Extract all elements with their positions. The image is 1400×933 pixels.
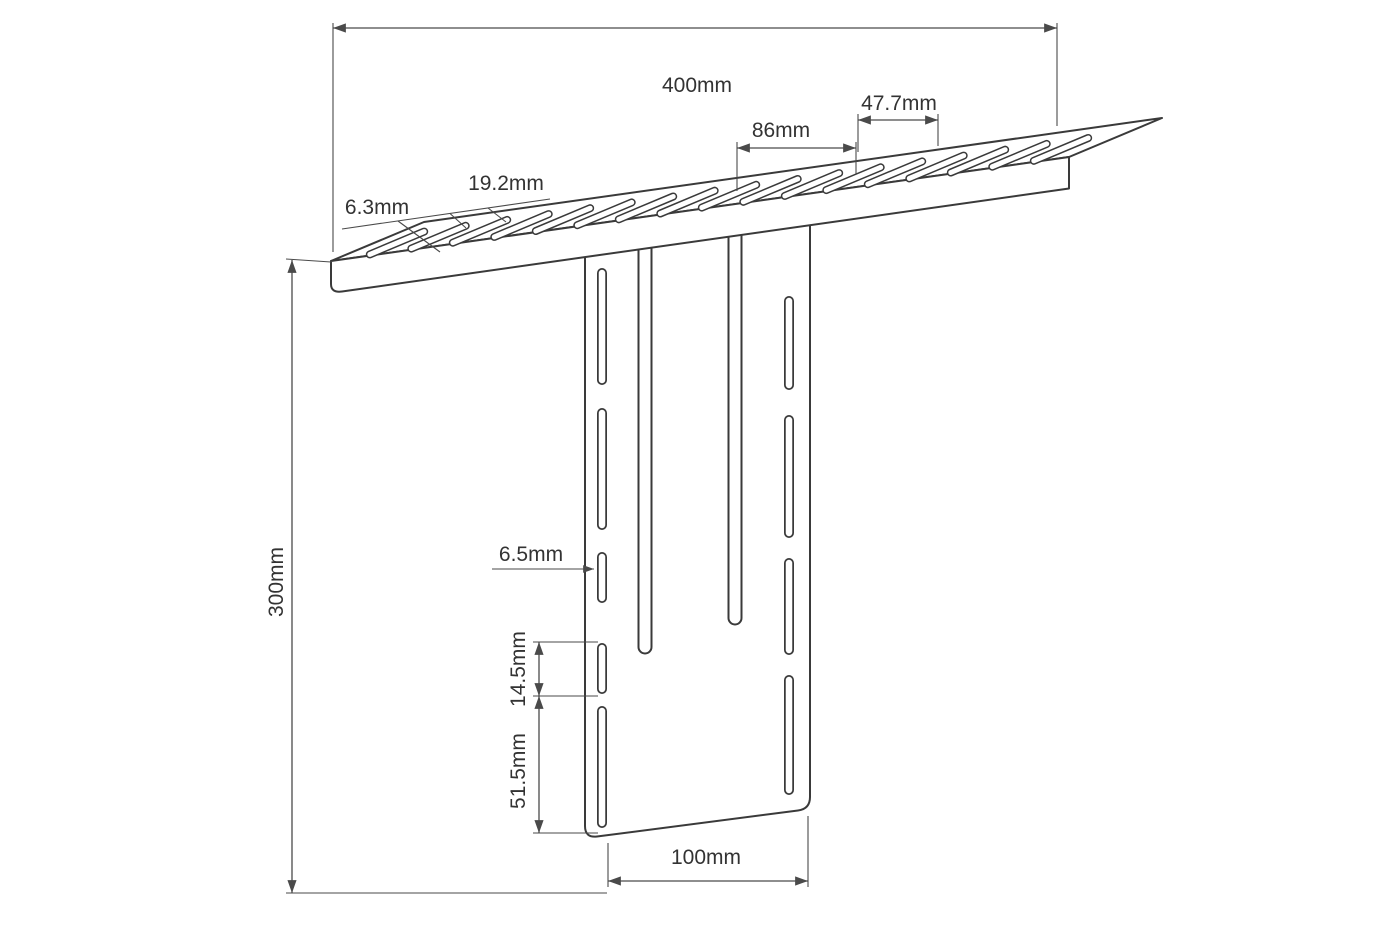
dim-label-slot-spacing-pair: 47.7mm (861, 92, 937, 115)
dimension-overall-height: 300mm (265, 258, 607, 894)
dimension-overall-length: 400mm (332, 23, 1058, 252)
dimension-bottom-plate-width: 100mm (607, 816, 809, 887)
dimension-slot-spacing-wide: 86mm (736, 119, 857, 191)
dim-label-overall-length: 400mm (662, 74, 732, 97)
top-plate (330, 117, 1163, 293)
dim-label-side-slot-long: 51.5mm (507, 733, 530, 809)
vertical-plate (584, 217, 811, 838)
dimension-side-slot-long: 51.5mm (507, 696, 598, 834)
dimension-lines: 400mm 47.7mm 86mm 6. (265, 23, 1058, 894)
dimension-top-slot-pitch: 6.3mm 19.2mm (341, 172, 551, 253)
dim-label-side-slot-short: 14.5mm (507, 631, 530, 707)
dimension-slot-spacing-pair: 47.7mm (857, 92, 939, 152)
vertical-plate-outline (584, 217, 811, 838)
dimension-side-slot-short: 14.5mm (507, 631, 598, 707)
dim-label-bottom-plate-width: 100mm (671, 846, 741, 869)
dim-label-overall-height: 300mm (265, 547, 288, 617)
dim-label-slot-spacing-wide: 86mm (752, 119, 810, 142)
dimension-side-slot-width: 6.5mm (492, 543, 594, 573)
dim-label-side-slot-width: 6.5mm (499, 543, 563, 566)
dim-label-top-slot-pitch: 19.2mm (468, 172, 544, 195)
dim-label-top-slot-width: 6.3mm (345, 196, 409, 219)
top-plate-front-lip (330, 156, 1070, 293)
